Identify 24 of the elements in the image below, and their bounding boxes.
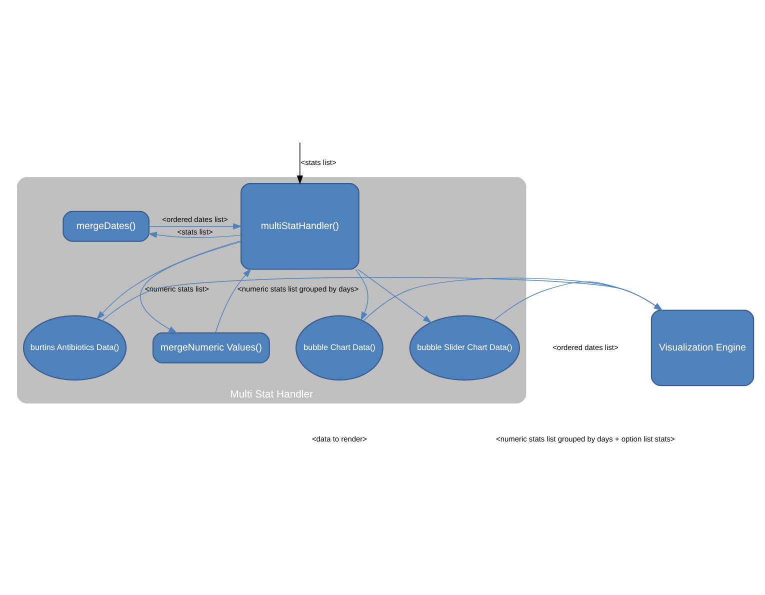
node-box: Visualization Engine bbox=[650, 310, 754, 386]
label: <numeric stats list grouped by days + option list stats> bbox=[496, 434, 675, 444]
edge-label: <ordered dates list> bbox=[162, 214, 228, 224]
node-box: mergeDates() bbox=[62, 210, 150, 242]
node-box: multiStatHandler() bbox=[240, 182, 360, 270]
node-box: mergeNumeric Values() bbox=[152, 332, 270, 364]
edge-label: <numeric stats list grouped by days> bbox=[238, 284, 359, 294]
arrow bbox=[215, 268, 252, 334]
arrow bbox=[148, 232, 242, 238]
node-ellipse: burtins Antibiotics Data() bbox=[22, 315, 127, 381]
arrow bbox=[493, 281, 663, 321]
edge-label: <stats list> bbox=[300, 158, 336, 167]
arrow bbox=[148, 223, 242, 230]
label: <data to render> bbox=[312, 434, 367, 444]
node-ellipse: bubble Chart Data() bbox=[296, 315, 384, 381]
label: <ordered dates list> bbox=[552, 342, 618, 352]
edge-label: <stats list> bbox=[177, 228, 213, 237]
arrow bbox=[140, 241, 242, 334]
arrow bbox=[355, 269, 368, 321]
arrow bbox=[96, 240, 242, 320]
arrow bbox=[296, 142, 304, 184]
arrow bbox=[357, 268, 432, 324]
arrow bbox=[102, 277, 663, 321]
arrow bbox=[362, 278, 663, 322]
